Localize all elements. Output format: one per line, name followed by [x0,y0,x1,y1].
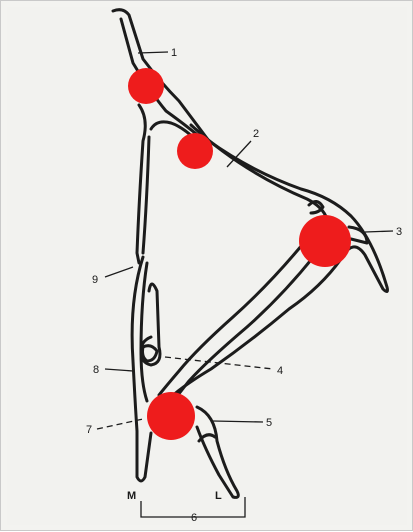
label-4: 4 [277,365,283,377]
label-5: 5 [266,417,272,429]
label-lateral: L [215,490,222,502]
leader-3 [365,231,393,232]
leader-9 [105,267,133,277]
label-1: 1 [171,47,177,59]
marker-dot-4 [147,392,195,440]
leader-8 [105,369,133,371]
lower-column-inner [141,263,147,401]
diagonal-strut [159,239,307,395]
label-7: 7 [86,424,92,436]
leader-1 [138,52,168,53]
label-2: 2 [253,128,259,140]
label-3: 3 [396,226,402,238]
label-8: 8 [93,364,99,376]
marker-dot-3 [299,215,351,267]
label-9: 9 [92,274,98,286]
left-arm-outline-2 [143,137,149,253]
label-medial: M [127,490,136,502]
diagonal-strut-2 [171,255,315,405]
top-process-outline [113,10,388,399]
leader-5 [213,421,263,422]
hook-outline [349,227,367,243]
ring-small [143,346,158,361]
label-6: 6 [191,512,197,524]
marker-dot-2 [177,133,213,169]
marker-dot-1 [128,68,164,104]
